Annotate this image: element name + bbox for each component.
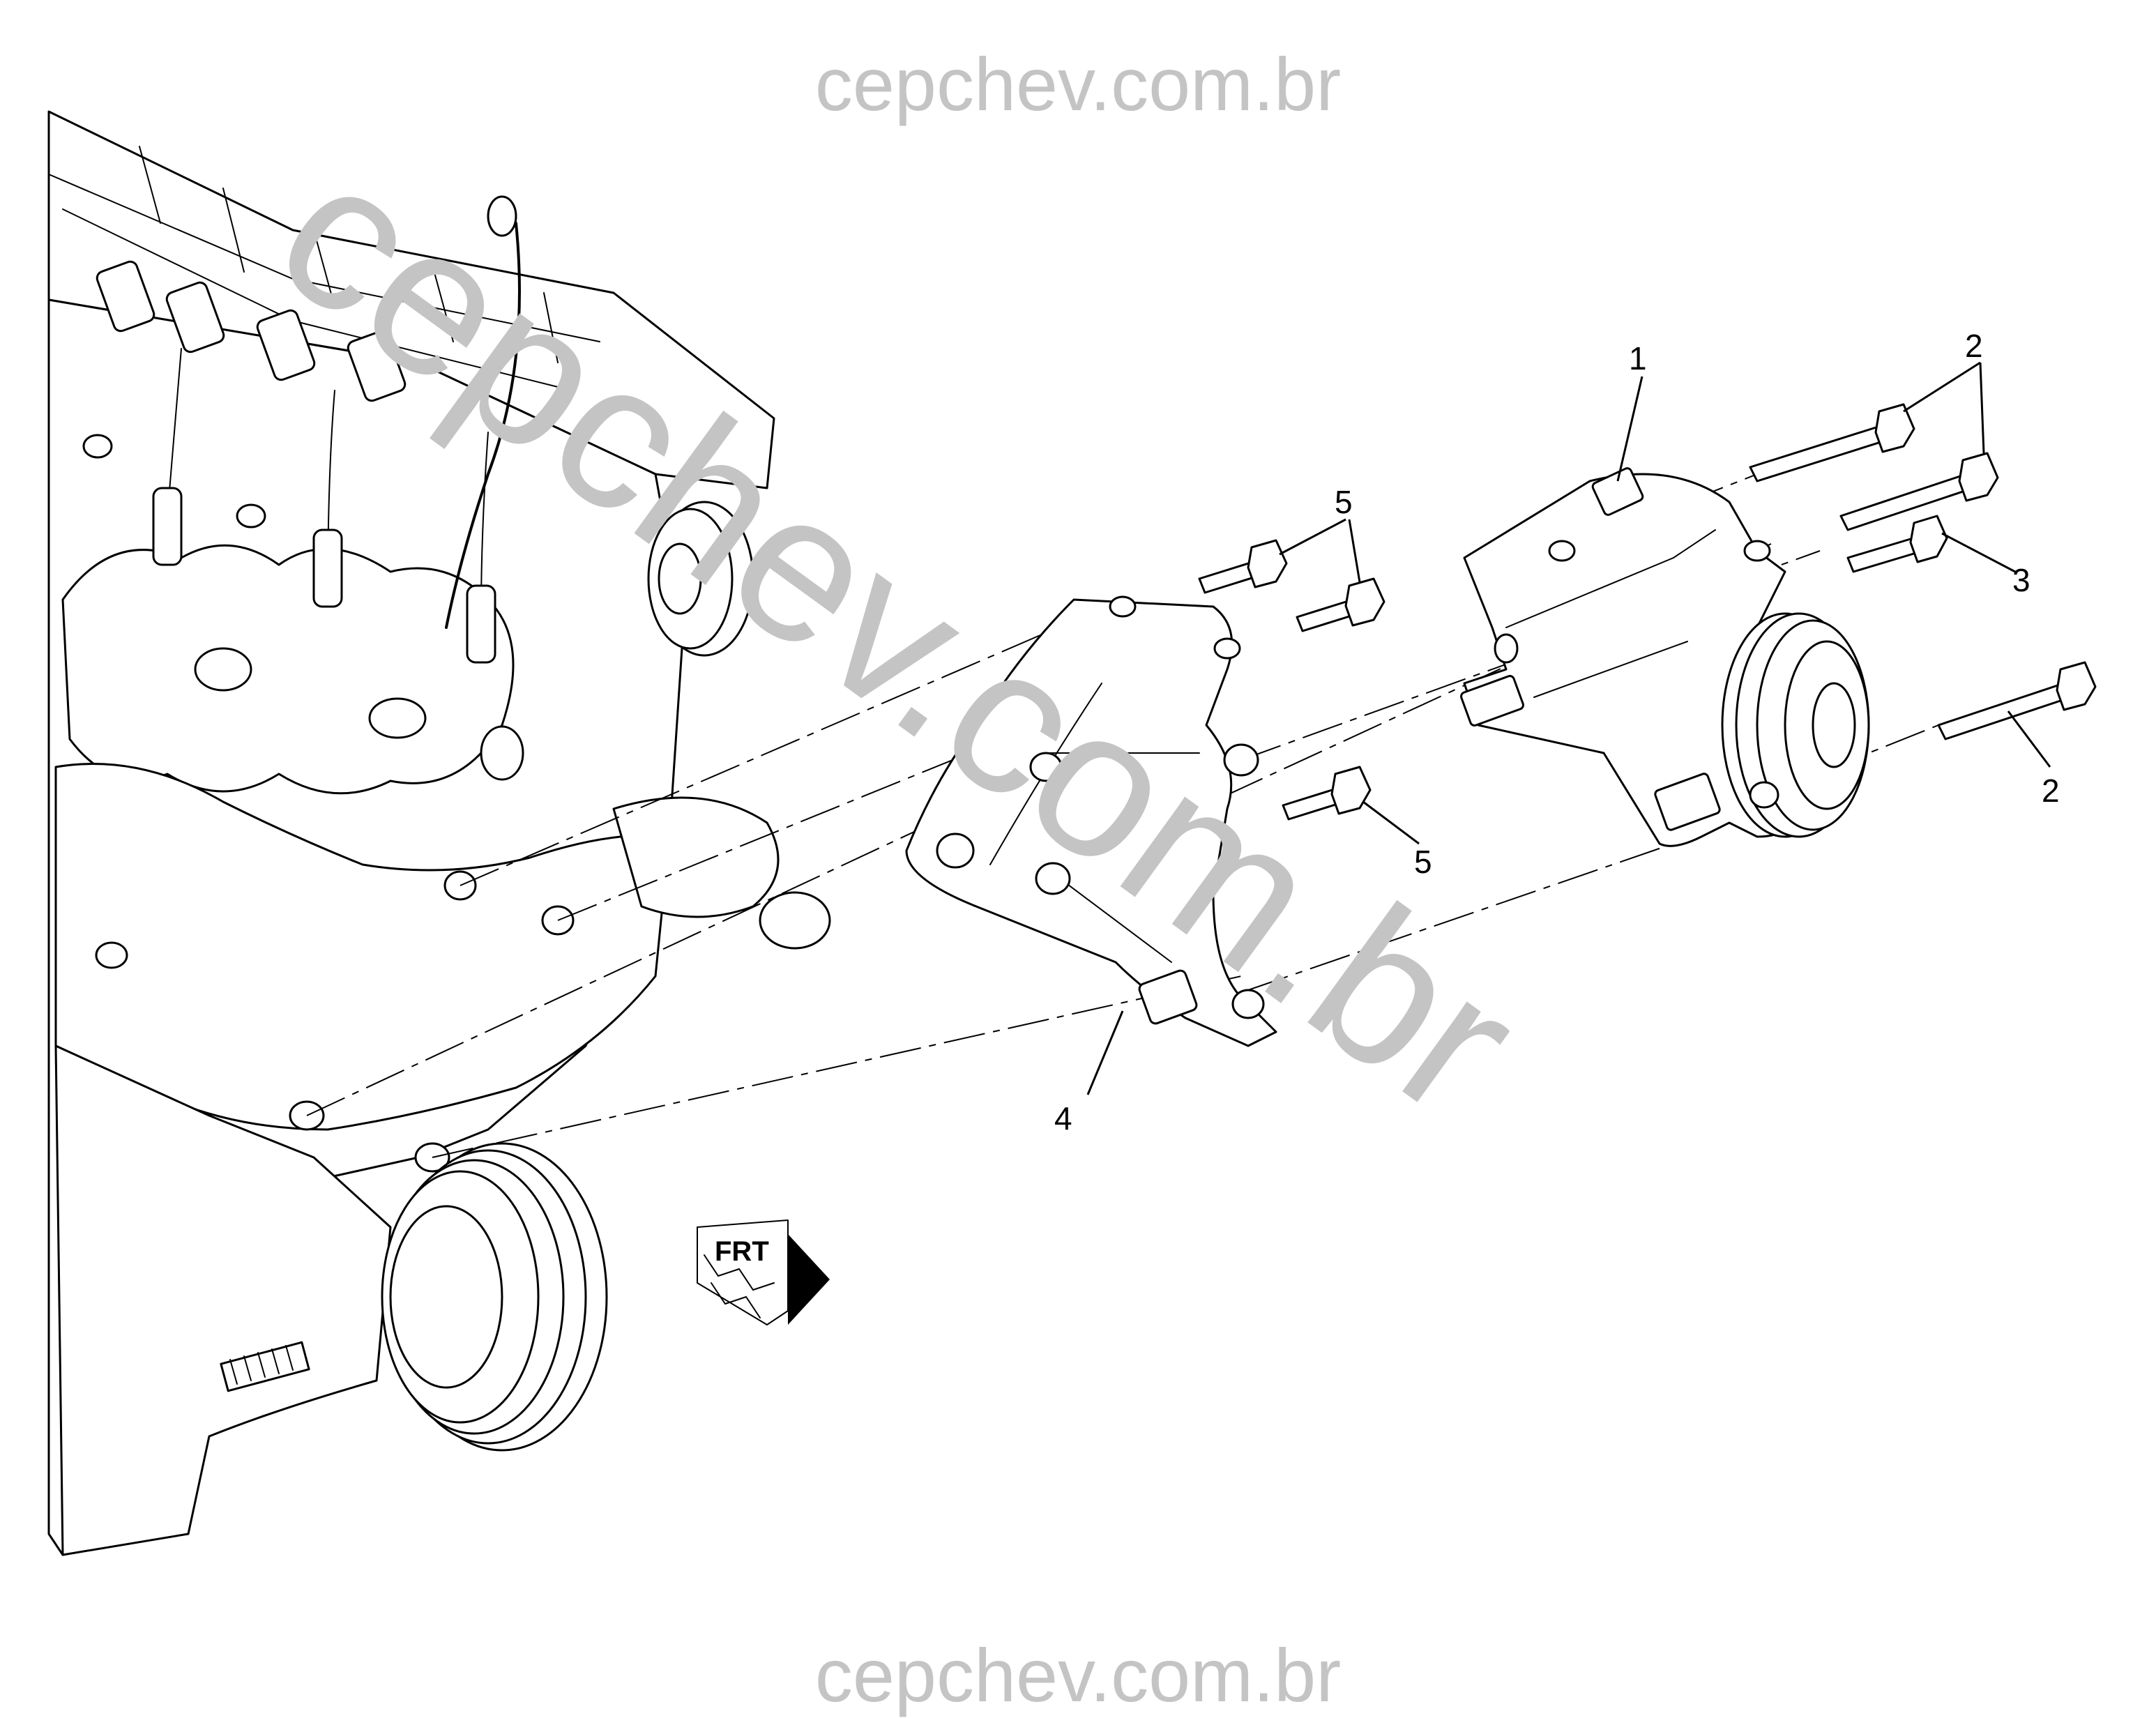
compressor-mount-hole [1494, 633, 1519, 664]
bracket-bolt-hole [936, 833, 975, 869]
bolt-short [1846, 515, 1948, 573]
bracket-bolt-hole [1035, 862, 1071, 895]
compressor-mount-hole [1743, 540, 1771, 562]
bolt-upper-left [1198, 539, 1288, 594]
bolt-long-middle [1839, 452, 1999, 531]
ac-compressor [1460, 467, 1870, 847]
bolt-long-right [1937, 661, 2097, 740]
callout-numbers: 1 2 2 3 2 4 5 5 [1054, 328, 2060, 1137]
watermark-bottom: cepchev.com.br [815, 1633, 1341, 1717]
compressor-mount-hole [1548, 540, 1576, 562]
engine-block [47, 110, 831, 1556]
bolt-upper-mid [1296, 577, 1386, 632]
callout-bolt-long-top: 2 [1965, 328, 1983, 364]
callout-bolt-short: 3 [2012, 562, 2030, 598]
callout-compressor: 1 [1629, 340, 1647, 377]
bracket-bolt-hole [1231, 989, 1265, 1019]
front-direction-marker: FRT [697, 1219, 830, 1325]
bracket-bolt-hole [1213, 637, 1241, 660]
watermark-top: cepchev.com.br [815, 42, 1341, 126]
bolt-lower [1282, 766, 1372, 821]
front-marker-label: FRT [715, 1236, 769, 1267]
bracket-bolt-hole [1029, 752, 1063, 782]
compressor-mount-hole [1749, 781, 1779, 809]
callout-bolt-long-right: 2 [2042, 773, 2060, 809]
compressor-bracket [905, 595, 1277, 1047]
bolt-long-top [1749, 403, 1915, 482]
front-arrow-icon [788, 1234, 830, 1325]
callout-leaders [1086, 361, 2051, 1095]
callout-bolt-lower: 5 [1414, 844, 1432, 880]
callout-bracket: 4 [1054, 1100, 1072, 1137]
bracket-bolt-hole [1109, 595, 1137, 618]
bolts [1198, 403, 2097, 821]
bracket-bolt-hole [1223, 743, 1259, 777]
callout-bolt-upper-left: 5 [1335, 484, 1353, 520]
